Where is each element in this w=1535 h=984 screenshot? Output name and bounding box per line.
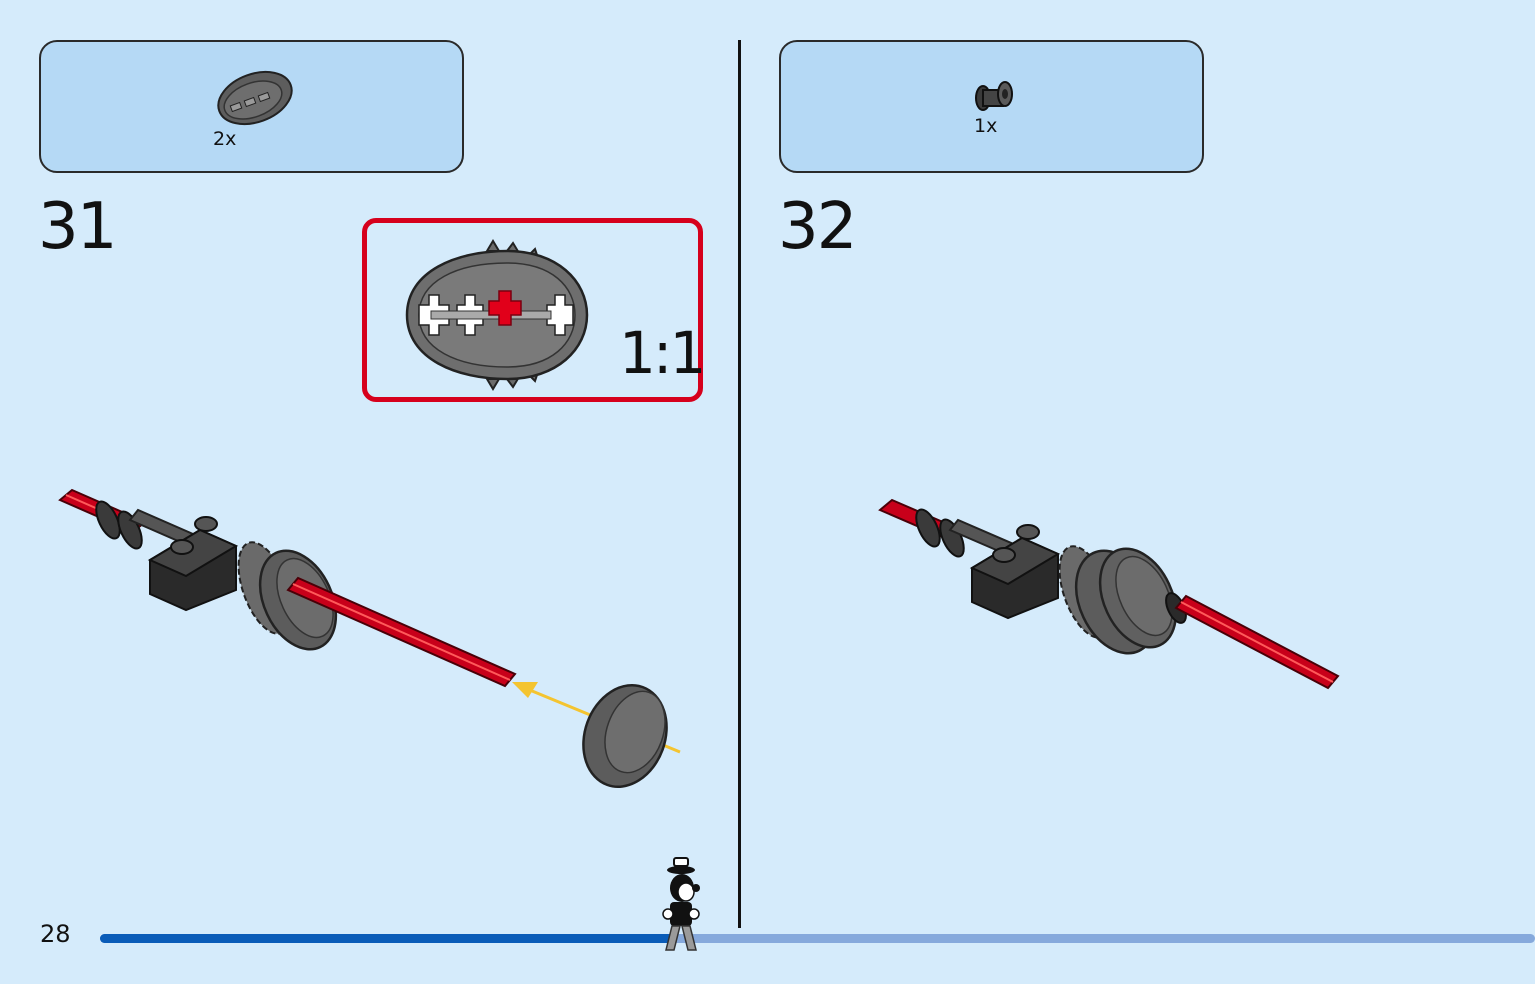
scale-callout: 1:1 — [362, 218, 706, 402]
progress-mascot-icon — [662, 857, 700, 951]
dark-gray-bush-part-icon — [975, 81, 1013, 111]
step-31-parts-box: 2x — [39, 40, 464, 173]
half-gear-1-to-1-icon — [405, 239, 589, 391]
step-32-assembly-illustration — [878, 498, 1340, 690]
step-number: 32 — [778, 190, 857, 264]
gray-half-gear-part-icon — [217, 70, 293, 126]
part-quantity: 1x — [974, 115, 998, 137]
page-number: 28 — [40, 920, 71, 948]
scale-label: 1:1 — [619, 319, 706, 387]
step-number: 31 — [38, 190, 117, 264]
step-divider — [738, 40, 741, 928]
step-31-assembly-illustration — [58, 488, 681, 788]
step-32-parts-box: 1x — [779, 40, 1204, 173]
progress-bar — [100, 934, 1535, 943]
progress-fill — [100, 934, 674, 943]
part-quantity: 2x — [213, 128, 237, 150]
